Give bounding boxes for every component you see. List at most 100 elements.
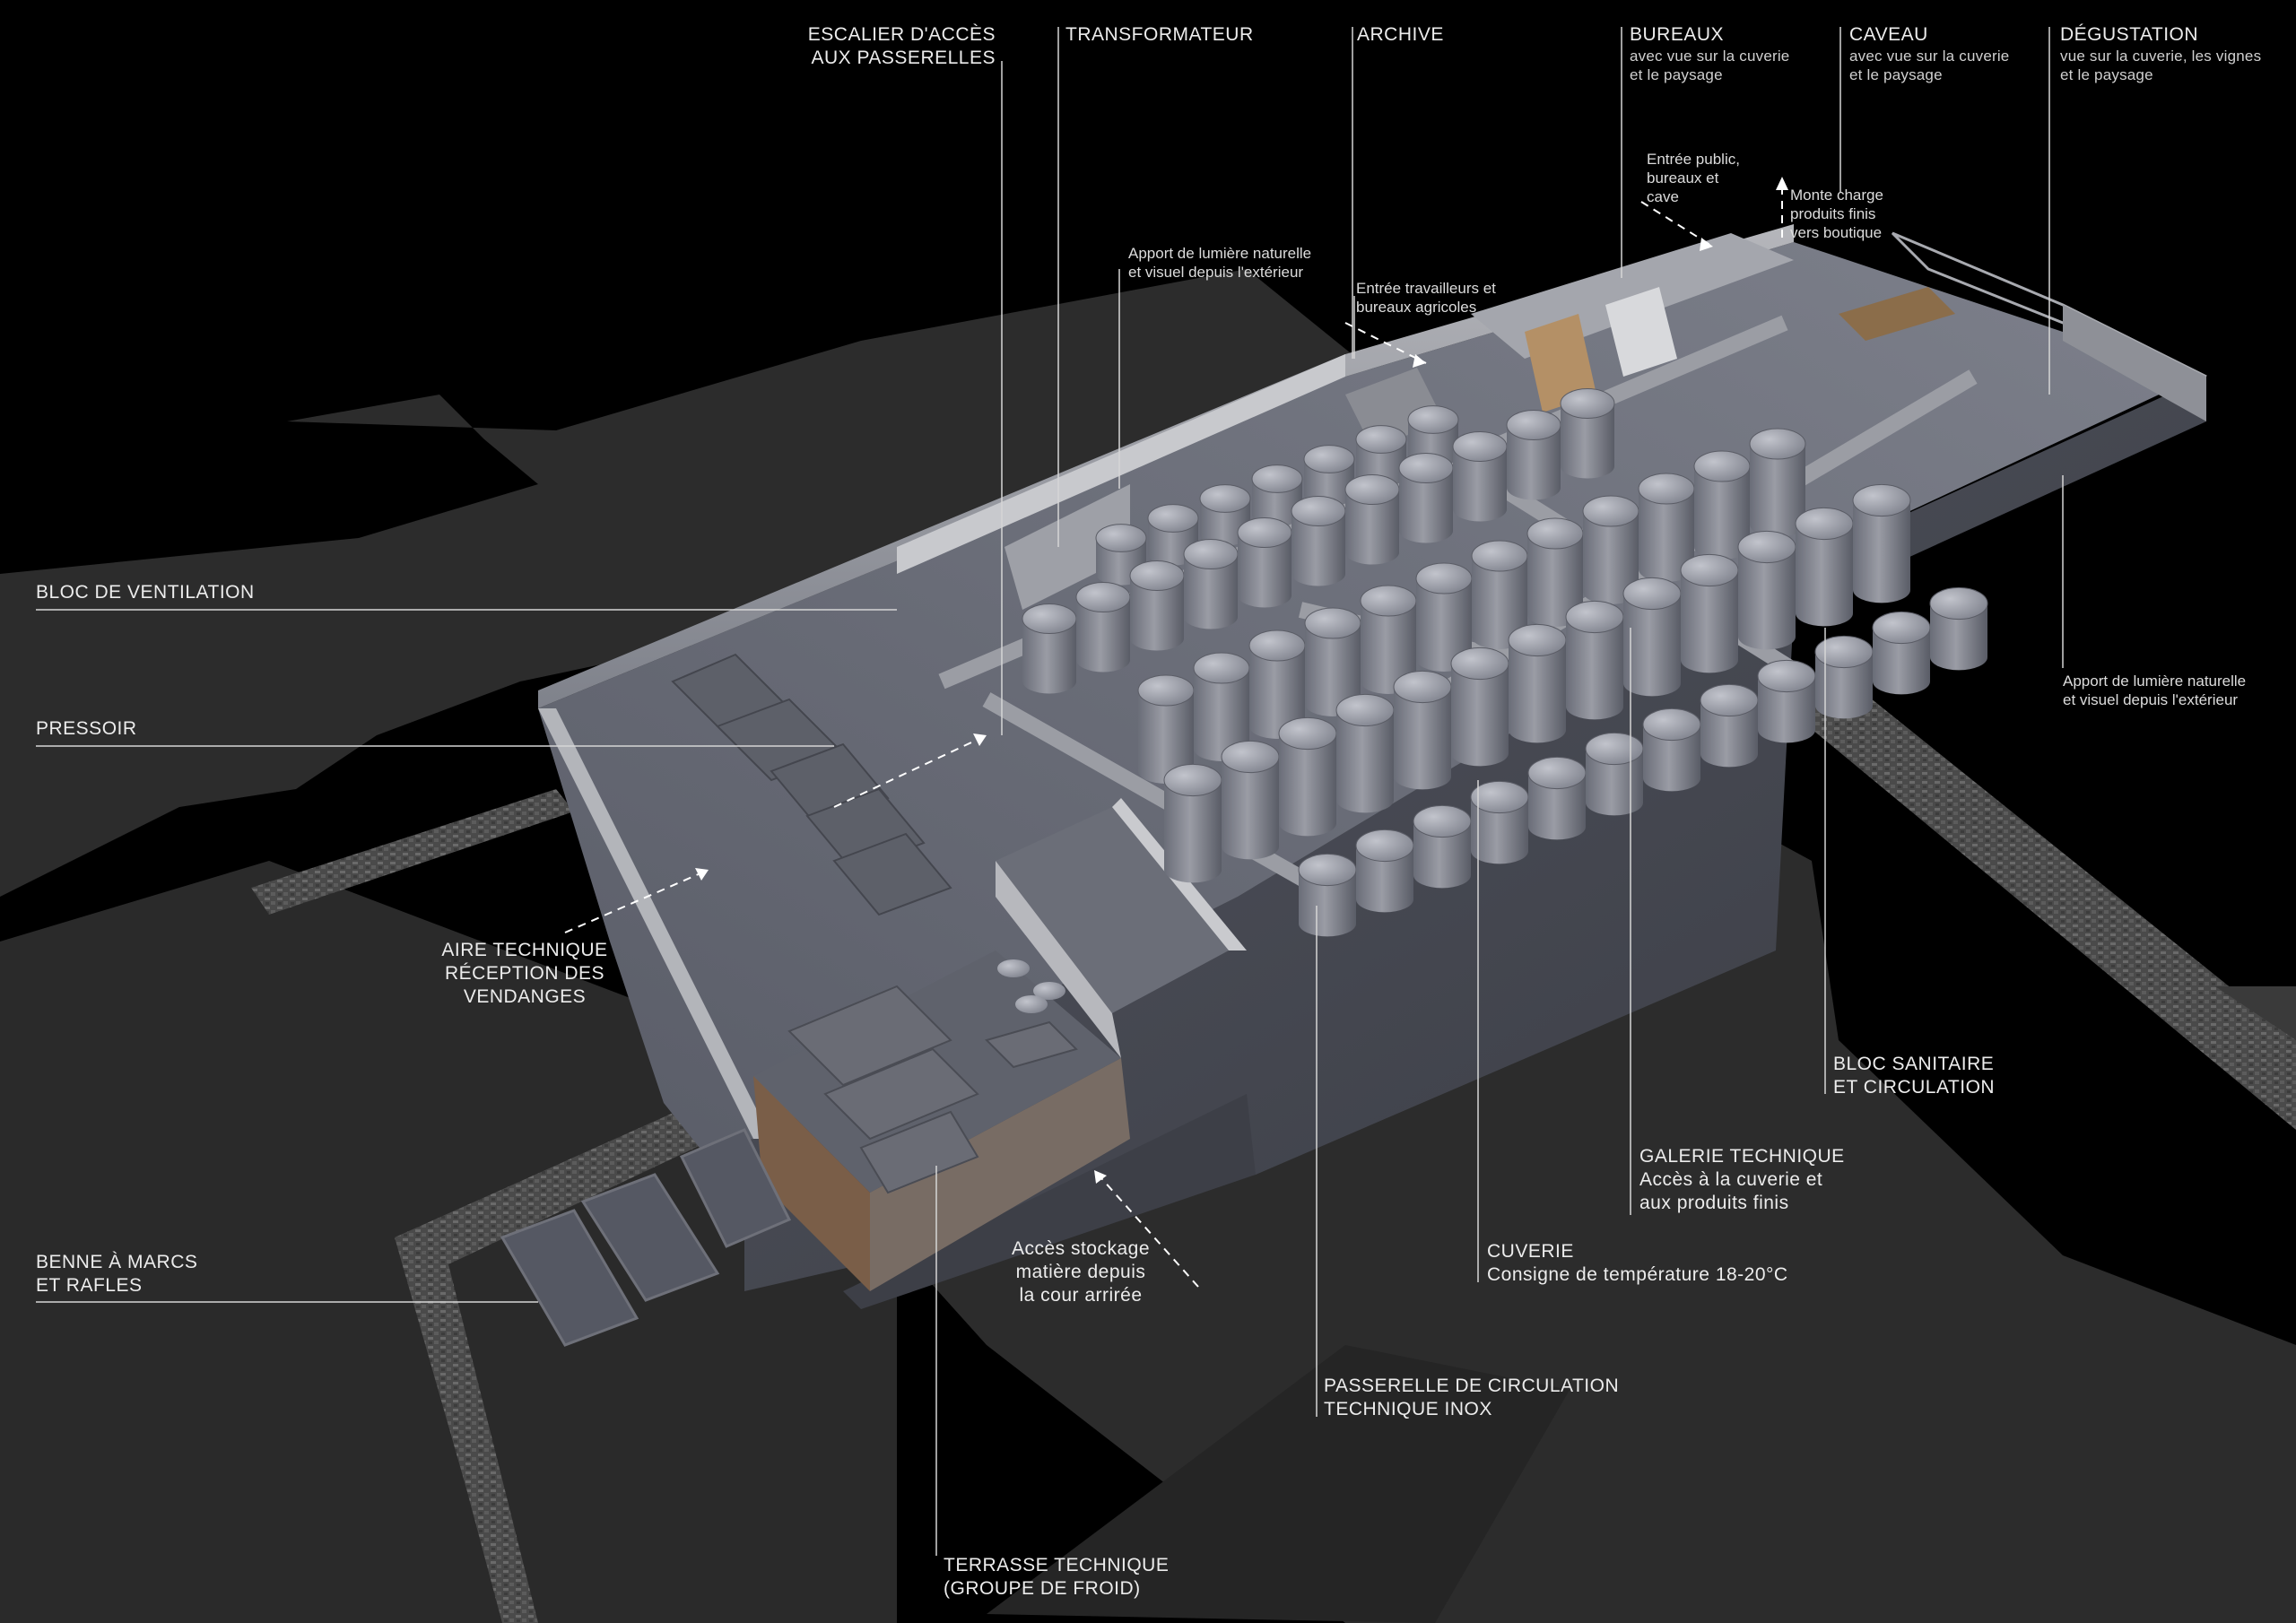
label-cuverie: CUVERIE Consigne de température 18-20°C bbox=[1487, 1240, 1788, 1287]
wine-tank-top bbox=[1814, 635, 1874, 669]
wine-tank-top bbox=[1795, 507, 1854, 541]
wine-tank-body bbox=[1138, 690, 1194, 784]
wine-tank-top bbox=[1693, 450, 1751, 482]
wine-tank bbox=[1193, 652, 1250, 761]
wine-tank-body bbox=[1694, 466, 1750, 560]
wine-tank-body bbox=[1566, 617, 1623, 720]
wine-tank-top bbox=[1193, 652, 1250, 684]
wine-tank bbox=[1622, 577, 1682, 697]
wine-tank bbox=[1415, 562, 1473, 672]
label-escalier: ESCALIER D'ACCÈS AUX PASSERELLES bbox=[789, 23, 996, 70]
label-escalier-line2: AUX PASSERELLES bbox=[811, 48, 996, 68]
label-aire-technique-line3: VENDANGES bbox=[463, 986, 587, 1007]
label-transformateur-text: TRANSFORMATEUR bbox=[1065, 24, 1254, 45]
note-monte-charge-line1: Monte charge bbox=[1790, 187, 1883, 204]
label-galerie-line3: aux produits finis bbox=[1639, 1193, 1789, 1213]
wine-tank-top bbox=[1413, 804, 1472, 838]
wine-tank bbox=[1183, 539, 1239, 629]
wine-tank-body bbox=[1299, 870, 1356, 937]
small-tank bbox=[1015, 995, 1048, 1013]
wine-tank-top bbox=[1680, 553, 1739, 587]
label-escalier-line1: ESCALIER D'ACCÈS bbox=[807, 24, 996, 45]
wine-tank-body bbox=[1700, 700, 1758, 768]
label-caveau-title: CAVEAU bbox=[1849, 24, 1928, 45]
wine-tank-body bbox=[1930, 603, 1987, 671]
wine-tank-body bbox=[1184, 554, 1238, 629]
wine-tank-top bbox=[1407, 405, 1459, 434]
wine-tank bbox=[1413, 804, 1472, 889]
wine-tank bbox=[1304, 607, 1361, 716]
wine-tank-body bbox=[1416, 578, 1472, 672]
wine-tank-top bbox=[1872, 611, 1931, 645]
label-acces-stockage: Accès stockage matière depuis la cour ar… bbox=[987, 1237, 1175, 1307]
wine-tank-top bbox=[1450, 647, 1509, 681]
label-degustation-sub1: vue sur la cuverie, les vignes bbox=[2060, 48, 2262, 65]
wine-tank bbox=[1163, 763, 1222, 883]
wine-tank bbox=[1075, 582, 1131, 673]
wine-tank-body bbox=[1130, 576, 1184, 651]
label-aire-technique-line2: RÉCEPTION DES bbox=[444, 963, 605, 984]
label-cuverie-line1: CUVERIE bbox=[1487, 1241, 1574, 1262]
wine-tank-top bbox=[1452, 431, 1508, 462]
label-pressoir: PRESSOIR bbox=[36, 717, 137, 741]
wine-tank-top bbox=[1075, 582, 1131, 612]
wine-tank-top bbox=[1095, 524, 1147, 552]
wine-tank-top bbox=[1582, 495, 1639, 527]
note-apport-left-line2: et visuel depuis l'extérieur bbox=[1128, 264, 1304, 281]
wine-tank-body bbox=[1472, 556, 1527, 649]
wine-tank bbox=[1700, 683, 1759, 768]
wine-tank bbox=[1360, 585, 1417, 694]
label-terrasse: TERRASSE TECHNIQUE (GROUPE DE FROID) bbox=[944, 1554, 1169, 1601]
wine-tank-body bbox=[1249, 646, 1305, 739]
note-apport-lumiere-left: Apport de lumière naturelle et visuel de… bbox=[1128, 244, 1311, 282]
wine-tank-body bbox=[1758, 676, 1815, 743]
wine-tank-top bbox=[1237, 517, 1292, 548]
leader-lines bbox=[36, 27, 2064, 1556]
wine-tank-body bbox=[1399, 468, 1453, 543]
wine-tank-body bbox=[1164, 780, 1222, 883]
wine-tank-top bbox=[1393, 670, 1452, 704]
wine-tank-top bbox=[1163, 763, 1222, 797]
stone-walls bbox=[251, 673, 2296, 1623]
wine-tank-body bbox=[1561, 404, 1614, 479]
wine-tank bbox=[1298, 853, 1357, 937]
wine-tank-body bbox=[1279, 733, 1336, 837]
label-bloc-sanitaire-line1: BLOC SANITAIRE bbox=[1833, 1054, 1995, 1074]
wine-tank-top bbox=[1304, 607, 1361, 639]
wine-tank bbox=[1471, 540, 1528, 649]
label-cuverie-line2: Consigne de température 18-20°C bbox=[1487, 1264, 1788, 1285]
label-bureaux: BUREAUX avec vue sur la cuverie et le pa… bbox=[1630, 23, 1789, 84]
wine-tank-top bbox=[1344, 474, 1400, 505]
wine-tank-top bbox=[1622, 577, 1682, 611]
cuverie-tanks bbox=[997, 388, 1988, 1013]
wine-tank-top bbox=[1137, 674, 1195, 707]
label-bloc-sanitaire-line2: ET CIRCULATION bbox=[1833, 1077, 1996, 1098]
wine-tank-body bbox=[1527, 534, 1583, 627]
label-caveau-sub2: et le paysage bbox=[1849, 66, 1943, 83]
wine-tank-top bbox=[1129, 560, 1185, 591]
label-terrasse-line2: (GROUPE DE FROID) bbox=[944, 1578, 1141, 1599]
wine-tank-top bbox=[1183, 539, 1239, 569]
wine-tank bbox=[1757, 659, 1816, 743]
groupe-froid-units bbox=[787, 985, 1078, 1194]
wine-tank bbox=[1022, 603, 1077, 694]
wine-tank-top bbox=[1398, 453, 1454, 483]
wine-tank bbox=[1565, 600, 1624, 720]
wine-tank-top bbox=[1508, 623, 1567, 657]
label-transformateur: TRANSFORMATEUR bbox=[1065, 23, 1254, 47]
label-bureaux-sub2: et le paysage bbox=[1630, 66, 1723, 83]
wine-tank-body bbox=[1194, 668, 1249, 761]
wine-tank bbox=[1450, 647, 1509, 767]
wine-tank bbox=[1508, 623, 1567, 743]
wine-tank-top bbox=[1565, 600, 1624, 634]
wine-tank-top bbox=[1737, 530, 1796, 564]
wine-tank bbox=[1393, 670, 1452, 790]
label-degustation-title: DÉGUSTATION bbox=[2060, 24, 2199, 45]
wine-tank-top bbox=[1221, 740, 1280, 774]
label-galerie-line1: GALERIE TECHNIQUE bbox=[1639, 1146, 1845, 1167]
wine-tank bbox=[1737, 530, 1796, 650]
wine-tank bbox=[1526, 517, 1584, 627]
wine-tank-top bbox=[1298, 853, 1357, 887]
wine-tank-body bbox=[1222, 757, 1279, 860]
wine-tank bbox=[1749, 428, 1806, 537]
